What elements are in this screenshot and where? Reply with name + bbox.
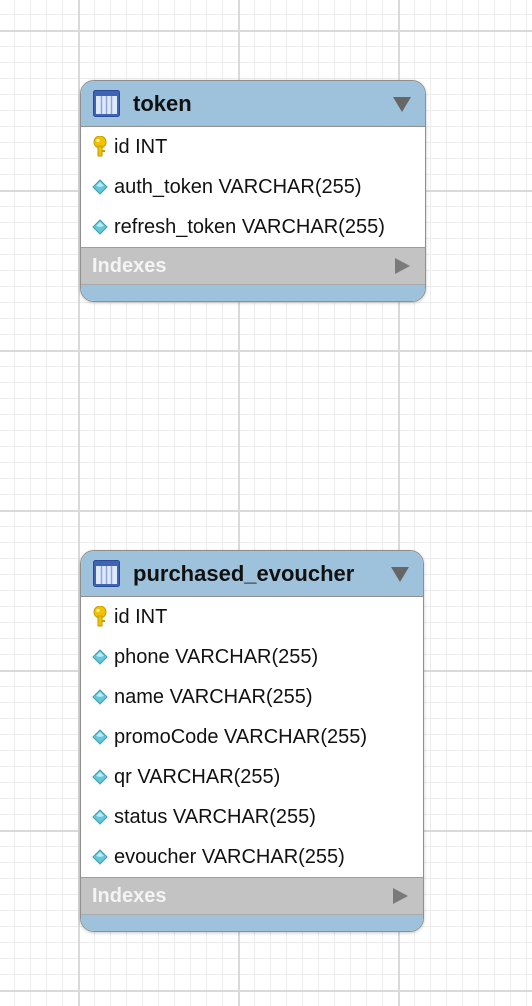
column-label: refresh_token VARCHAR(255) <box>114 215 385 238</box>
indexes-section[interactable]: Indexes <box>81 247 425 284</box>
triangle-down-icon[interactable] <box>390 564 410 584</box>
column-label: status VARCHAR(255) <box>114 805 316 828</box>
diamond-icon <box>91 766 109 788</box>
table-header[interactable]: purchased_evoucher <box>81 551 423 597</box>
column-row-id[interactable]: id INT <box>81 127 425 167</box>
column-row-status[interactable]: status VARCHAR(255) <box>81 797 423 837</box>
column-row-name[interactable]: name VARCHAR(255) <box>81 677 423 717</box>
diamond-icon <box>91 726 109 748</box>
diamond-icon <box>91 846 109 868</box>
column-label: qr VARCHAR(255) <box>114 765 281 788</box>
column-label: promoCode VARCHAR(255) <box>114 725 368 748</box>
key-icon <box>91 606 109 628</box>
column-row-phone[interactable]: phone VARCHAR(255) <box>81 637 423 677</box>
diamond-icon <box>91 686 109 708</box>
table-header[interactable]: token <box>81 81 425 127</box>
column-row-auth-token[interactable]: auth_token VARCHAR(255) <box>81 167 425 207</box>
column-label: auth_token VARCHAR(255) <box>114 175 362 198</box>
column-list: id INT phone VARCHAR(255) name VARCHAR(2… <box>81 597 423 877</box>
table-footer <box>81 914 423 931</box>
table-title: purchased_evoucher <box>133 560 355 586</box>
column-row-qr[interactable]: qr VARCHAR(255) <box>81 757 423 797</box>
column-list: id INT auth_token VARCHAR(255) refresh_t… <box>81 127 425 247</box>
triangle-down-icon[interactable] <box>392 94 412 114</box>
triangle-right-icon[interactable] <box>393 256 411 276</box>
column-label: id INT <box>114 605 168 628</box>
table-footer <box>81 284 425 301</box>
column-row-evoucher[interactable]: evoucher VARCHAR(255) <box>81 837 423 877</box>
diamond-icon <box>91 806 109 828</box>
triangle-right-icon[interactable] <box>391 886 409 906</box>
diamond-icon <box>91 646 109 668</box>
diamond-icon <box>91 176 109 198</box>
diamond-icon <box>91 216 109 238</box>
indexes-label: Indexes <box>92 884 167 907</box>
table-icon <box>93 560 120 587</box>
column-label: id INT <box>114 135 168 158</box>
column-row-id[interactable]: id INT <box>81 597 423 637</box>
table-icon <box>93 90 120 117</box>
column-row-promocode[interactable]: promoCode VARCHAR(255) <box>81 717 423 757</box>
column-label: name VARCHAR(255) <box>114 685 313 708</box>
column-label: phone VARCHAR(255) <box>114 645 319 668</box>
indexes-label: Indexes <box>92 254 167 277</box>
indexes-section[interactable]: Indexes <box>81 877 423 914</box>
key-icon <box>91 136 109 158</box>
table-title: token <box>133 90 192 116</box>
column-label: evoucher VARCHAR(255) <box>114 845 345 868</box>
column-row-refresh-token[interactable]: refresh_token VARCHAR(255) <box>81 207 425 247</box>
table-token[interactable]: token id INT <box>80 80 426 302</box>
table-purchased-evoucher[interactable]: purchased_evoucher id INT <box>80 550 424 932</box>
